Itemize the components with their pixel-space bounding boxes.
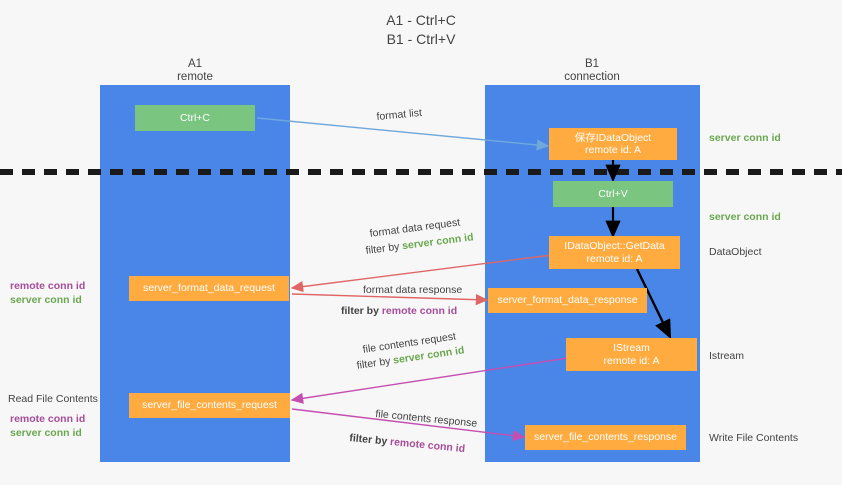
node-ctrl-c-label: Ctrl+C bbox=[179, 111, 211, 124]
side-label-read-file-contents: Read File Contents bbox=[8, 393, 98, 405]
side-label-write-file-contents: Write File Contents bbox=[709, 432, 799, 444]
node-save-idataobject[interactable]: 保存IDataObject remote id: A bbox=[549, 128, 677, 160]
arrow-label-format-list: format list bbox=[376, 107, 423, 124]
filter-prefix: filter by bbox=[348, 432, 391, 448]
side-label-server-conn-id-top: server conn id bbox=[709, 132, 781, 144]
node-server-format-data-request[interactable]: server_format_data_request bbox=[129, 276, 289, 301]
node-server-format-data-request-label: server_format_data_request bbox=[143, 282, 275, 295]
node-save-idataobject-sub: remote id: A bbox=[584, 144, 642, 156]
lane-b1-role: connection bbox=[564, 71, 620, 83]
node-ctrl-v-label: Ctrl+V bbox=[598, 187, 628, 200]
arrow-label-file-contents-response: file contents response bbox=[375, 408, 478, 431]
node-idataobject-getdata-label: IDataObject::GetData bbox=[564, 240, 665, 252]
side-label-server-conn-id-mid: server conn id bbox=[709, 211, 781, 223]
arrow-label-format-data-response: format data response bbox=[363, 284, 462, 297]
node-server-file-contents-request-label: server_file_contents_request bbox=[142, 399, 277, 412]
filter-prefix: filter by bbox=[365, 240, 403, 257]
node-server-format-data-response[interactable]: server_format_data_response bbox=[488, 288, 647, 313]
lane-header-b1: B1 connection bbox=[512, 58, 672, 84]
node-istream-sub: remote id: A bbox=[603, 354, 660, 367]
node-istream[interactable]: IStream remote id: A bbox=[566, 338, 697, 371]
side-label-dataobject: DataObject bbox=[709, 246, 762, 258]
arrow-label-format-list-text: format list bbox=[376, 106, 423, 123]
node-idataobject-getdata[interactable]: IDataObject::GetData remote id: A bbox=[549, 236, 680, 269]
node-ctrl-v[interactable]: Ctrl+V bbox=[553, 181, 673, 207]
diagram-title: A1 - Ctrl+C B1 - Ctrl+V bbox=[291, 11, 551, 49]
arrow-label-file-contents-response-text: file contents response bbox=[374, 408, 478, 430]
lane-b1-name: B1 bbox=[584, 58, 600, 70]
node-server-format-data-response-label: server_format_data_response bbox=[497, 294, 638, 307]
lane-a1-role: remote bbox=[177, 71, 213, 83]
node-server-file-contents-response[interactable]: server_file_contents_response bbox=[525, 425, 686, 450]
side-label-server-conn-id-left-mid: server conn id bbox=[10, 294, 82, 306]
lane-header-a1: A1 remote bbox=[115, 58, 275, 84]
side-label-remote-conn-id-bot: remote conn id bbox=[10, 413, 86, 425]
node-istream-label: IStream bbox=[613, 342, 650, 354]
diagram-title-line2: B1 - Ctrl+V bbox=[386, 31, 456, 47]
diagram-title-line1: A1 - Ctrl+C bbox=[386, 12, 456, 28]
arrow-label-format-data-response-filter: filter by remote conn id bbox=[341, 305, 457, 318]
node-save-idataobject-label: 保存IDataObject bbox=[574, 131, 652, 144]
side-label-istream: Istream bbox=[709, 350, 745, 362]
filter-prefix: filter by bbox=[356, 354, 395, 372]
node-idataobject-getdata-sub: remote id: A bbox=[586, 252, 643, 265]
node-server-file-contents-response-label: server_file_contents_response bbox=[533, 431, 677, 444]
side-label-remote-conn-id-mid: remote conn id bbox=[10, 280, 86, 292]
node-server-file-contents-request[interactable]: server_file_contents_request bbox=[129, 393, 290, 418]
filter-key-remote-conn-id: remote conn id bbox=[389, 435, 466, 456]
arrow-label-format-data-response-text: format data response bbox=[363, 284, 463, 296]
lane-a1-name: A1 bbox=[187, 58, 203, 70]
node-ctrl-c[interactable]: Ctrl+C bbox=[135, 105, 255, 131]
side-label-server-conn-id-bot: server conn id bbox=[10, 427, 82, 439]
filter-key-remote-conn-id: remote conn id bbox=[381, 305, 458, 317]
filter-prefix: filter by bbox=[341, 305, 382, 317]
arrow-label-file-contents-response-filter: filter by remote conn id bbox=[349, 432, 466, 456]
